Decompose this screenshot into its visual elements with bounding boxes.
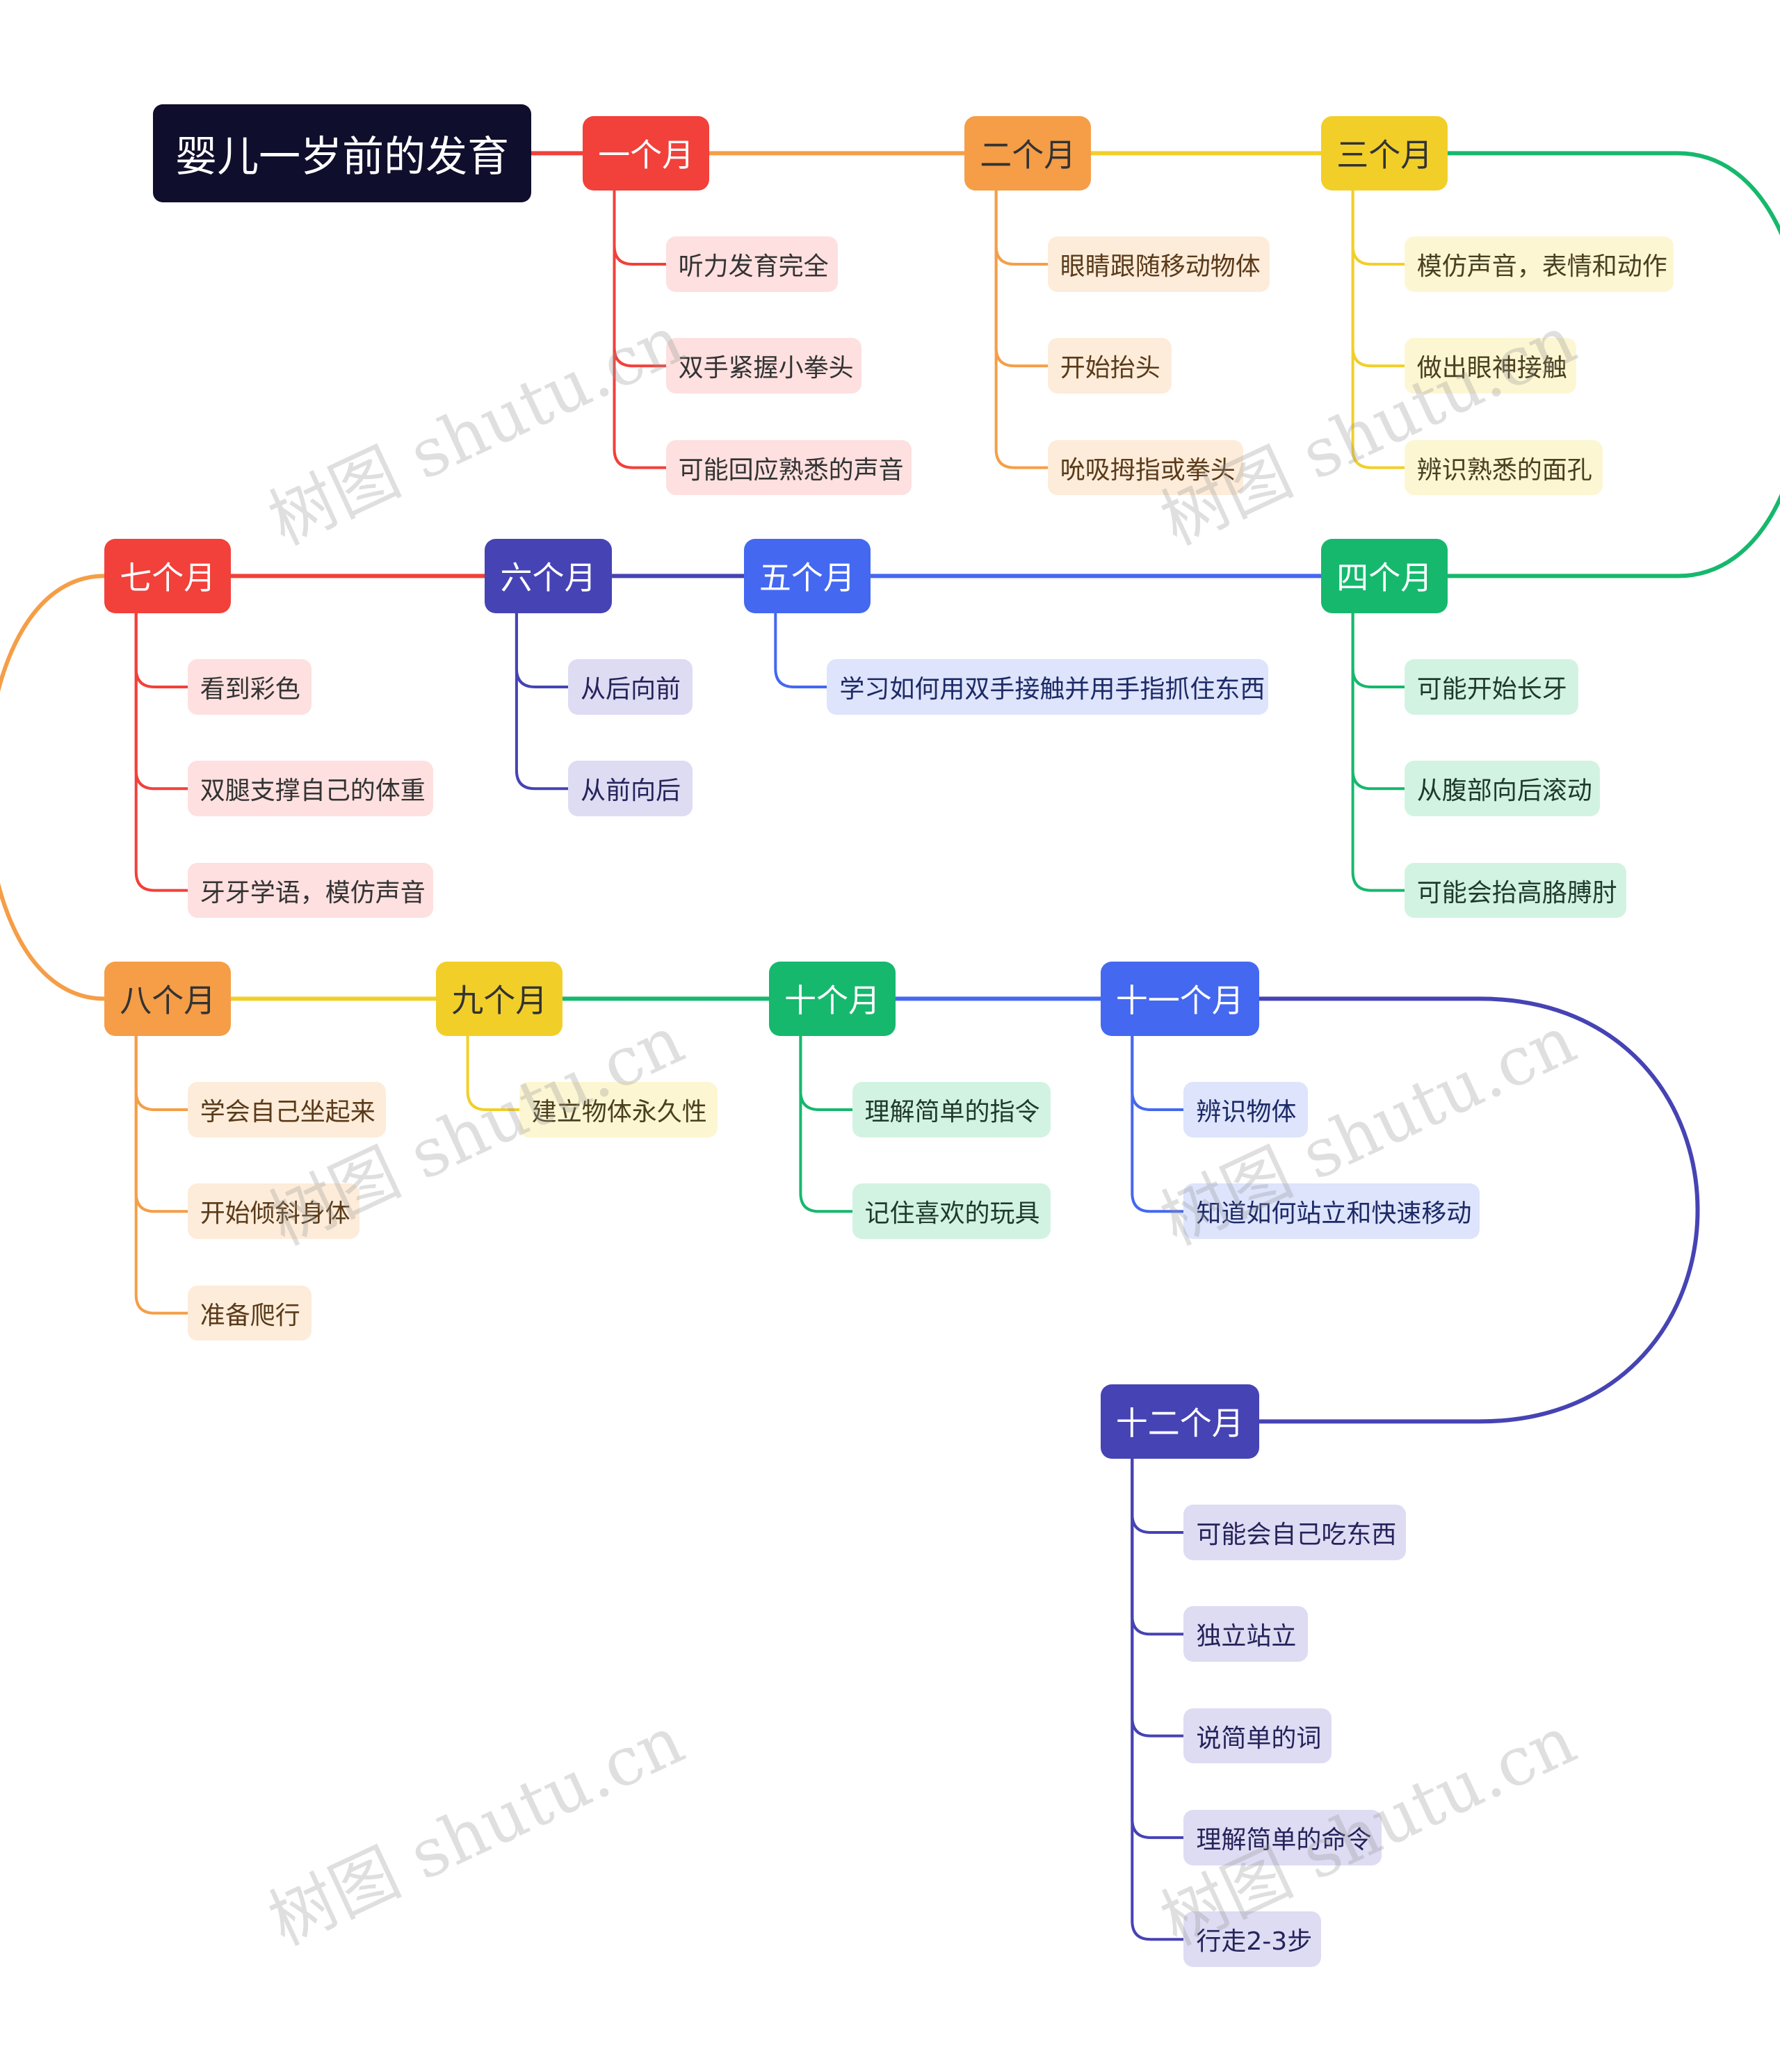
month-node-m11[interactable]: 十一个月 [1100, 962, 1259, 1036]
item-m10-0[interactable]: 理解简单的指令 [852, 1082, 1051, 1138]
branch-m3-0 [1351, 188, 1406, 266]
month-node-m10[interactable]: 十个月 [768, 962, 896, 1036]
branch-m7-2 [134, 611, 189, 892]
item-m1-0[interactable]: 听力发育完全 [665, 236, 838, 292]
branch-m11-1 [1131, 1034, 1186, 1213]
branch-m6-0 [515, 611, 569, 688]
branch-m4-0 [1351, 611, 1406, 688]
item-m6-1[interactable]: 从前向后 [568, 761, 693, 817]
branch-m10-0 [799, 1034, 854, 1111]
trunk-m3-m4 [1446, 151, 1780, 578]
branch-m6-1 [515, 611, 569, 791]
branch-m8-0 [134, 1034, 189, 1111]
branch-m12-3 [1131, 1457, 1186, 1839]
branch-m11-0 [1131, 1034, 1186, 1111]
item-m12-2[interactable]: 说简单的词 [1183, 1708, 1332, 1764]
item-m2-2[interactable]: 吮吸拇指或拳头 [1047, 439, 1243, 496]
root-topic[interactable]: 婴儿一岁前的发育 [153, 104, 531, 202]
item-m4-1[interactable]: 从腹部向后滚动 [1404, 761, 1600, 817]
item-m1-2[interactable]: 可能回应熟悉的声音 [665, 439, 912, 496]
branch-m5-0 [774, 611, 829, 688]
month-node-m3[interactable]: 三个月 [1321, 116, 1448, 191]
branch-m1-2 [613, 188, 668, 469]
branch-m1-1 [613, 188, 668, 368]
item-m4-0[interactable]: 可能开始长牙 [1404, 659, 1579, 715]
item-m4-2[interactable]: 可能会抬高胳膊肘 [1404, 862, 1626, 918]
item-m11-0[interactable]: 辨识物体 [1183, 1082, 1308, 1138]
branch-m7-1 [134, 611, 189, 791]
month-node-m2[interactable]: 二个月 [964, 116, 1092, 191]
branch-m8-2 [134, 1034, 189, 1315]
branch-m10-1 [799, 1034, 854, 1213]
month-node-m9[interactable]: 九个月 [436, 962, 563, 1036]
branch-m4-2 [1351, 611, 1406, 892]
item-m11-1[interactable]: 知道如何站立和快速移动 [1183, 1183, 1480, 1240]
trunk-m7-m8 [0, 574, 107, 1001]
item-m10-1[interactable]: 记住喜欢的玩具 [852, 1183, 1051, 1240]
item-m8-2[interactable]: 准备爬行 [187, 1285, 312, 1341]
item-m1-1[interactable]: 双手紧握小拳头 [665, 338, 861, 394]
item-m12-4[interactable]: 行走2-3步 [1183, 1911, 1321, 1968]
item-m3-2[interactable]: 辨识熟悉的面孔 [1404, 439, 1603, 496]
item-m9-0[interactable]: 建立物体永久性 [519, 1082, 718, 1138]
item-m3-0[interactable]: 模仿声音，表情和动作 [1404, 236, 1674, 292]
item-m3-1[interactable]: 做出眼神接触 [1404, 338, 1576, 394]
item-m12-1[interactable]: 独立站立 [1183, 1606, 1308, 1662]
month-node-m1[interactable]: 一个月 [582, 116, 710, 191]
item-m6-0[interactable]: 从后向前 [568, 659, 693, 715]
month-node-m12[interactable]: 十二个月 [1100, 1384, 1259, 1459]
month-node-m5[interactable]: 五个月 [743, 539, 871, 613]
branch-m12-2 [1131, 1457, 1186, 1738]
trunk-m11-m12 [1256, 996, 1700, 1424]
branch-m12-0 [1131, 1457, 1186, 1534]
branch-m12-1 [1131, 1457, 1186, 1636]
branch-m7-0 [134, 611, 189, 688]
month-node-m4[interactable]: 四个月 [1321, 539, 1448, 613]
month-node-m6[interactable]: 六个月 [485, 539, 612, 613]
item-m8-0[interactable]: 学会自己坐起来 [187, 1082, 386, 1138]
branch-m3-2 [1351, 188, 1406, 469]
branch-m4-1 [1351, 611, 1406, 791]
branch-m2-2 [994, 188, 1049, 469]
item-m7-0[interactable]: 看到彩色 [187, 659, 312, 715]
branch-m9-0 [466, 1034, 521, 1111]
month-node-m8[interactable]: 八个月 [104, 962, 232, 1036]
item-m2-1[interactable]: 开始抬头 [1047, 338, 1172, 394]
branch-m8-1 [134, 1034, 189, 1213]
item-m7-2[interactable]: 牙牙学语，模仿声音 [187, 862, 434, 918]
item-m2-0[interactable]: 眼睛跟随移动物体 [1047, 236, 1270, 292]
branch-m2-1 [994, 188, 1049, 368]
branch-m2-0 [994, 188, 1049, 266]
branch-m1-0 [613, 188, 668, 266]
item-m12-3[interactable]: 理解简单的命令 [1183, 1810, 1382, 1865]
item-m12-0[interactable]: 可能会自己吃东西 [1183, 1505, 1406, 1560]
item-m7-1[interactable]: 双腿支撑自己的体重 [187, 761, 434, 817]
month-node-m7[interactable]: 七个月 [104, 539, 232, 613]
item-m5-0[interactable]: 学习如何用双手接触并用手指抓住东西 [827, 659, 1268, 715]
item-m8-1[interactable]: 开始倾斜身体 [187, 1183, 359, 1240]
branch-m12-4 [1131, 1457, 1186, 1941]
branch-m3-1 [1351, 188, 1406, 368]
